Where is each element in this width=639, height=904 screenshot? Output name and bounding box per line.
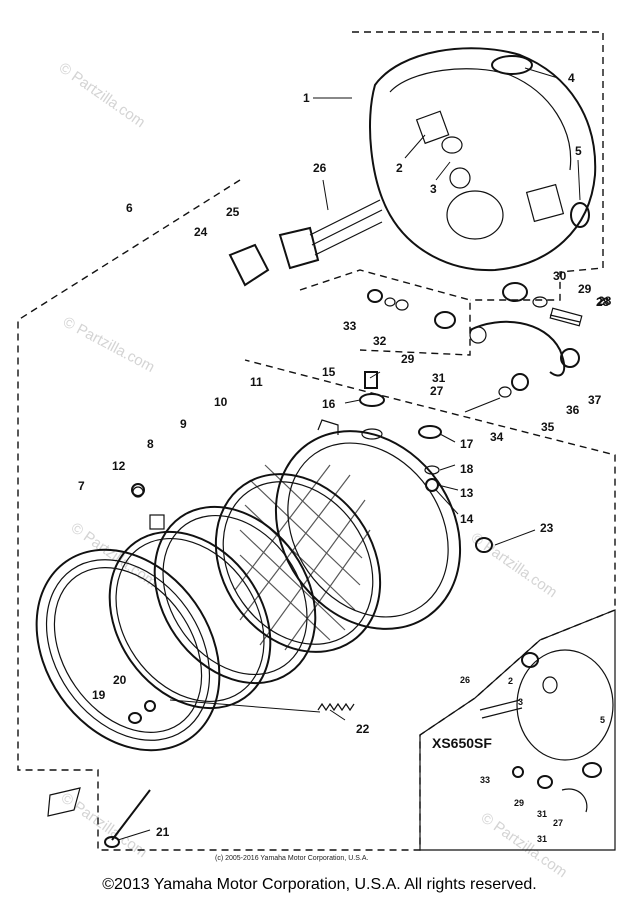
callout: 29 xyxy=(401,352,415,366)
watermark: © Partzilla.com xyxy=(60,314,157,376)
inset-callout: 31 xyxy=(537,834,547,844)
callout: 22 xyxy=(356,722,370,736)
callout: 31 xyxy=(432,371,446,385)
grommet xyxy=(361,428,383,440)
watermark-group: © Partzilla.com © Partzilla.com © Partzi… xyxy=(56,59,571,881)
inner-rim xyxy=(108,514,272,710)
stud xyxy=(364,371,378,389)
lock-washer xyxy=(424,465,440,475)
mounting-ring xyxy=(153,505,317,685)
callout: 15 xyxy=(322,365,336,379)
footer-copyright: ©2013 Yamaha Motor Corporation, U.S.A. A… xyxy=(102,876,537,893)
callout: 35 xyxy=(541,420,555,434)
callout: 14 xyxy=(460,512,474,526)
callout: 18 xyxy=(460,462,474,476)
adjuster-spring xyxy=(317,702,355,712)
callout: 12 xyxy=(112,459,126,473)
rim-screw xyxy=(132,486,144,498)
nut xyxy=(425,478,439,492)
xs650sf-inset: XS650SF 2 26 3 5 33 29 31 27 31 xyxy=(419,609,616,851)
callout: 37 xyxy=(588,393,602,407)
callout: 9 xyxy=(180,417,187,431)
callout: 21 xyxy=(156,825,170,839)
washer-upper xyxy=(418,425,442,439)
callout: 4 xyxy=(568,71,575,85)
callout: 32 xyxy=(373,334,387,348)
callout: 5 xyxy=(575,144,582,158)
washer xyxy=(359,393,385,407)
inset-callout: 2 xyxy=(508,676,513,686)
callout: 28 xyxy=(598,294,612,308)
callout: 20 xyxy=(113,673,127,687)
inset-callout: 27 xyxy=(553,818,563,828)
watermark: © Partzilla.com xyxy=(468,529,561,601)
inset-callout: 5 xyxy=(600,715,605,725)
callout: 19 xyxy=(92,688,106,702)
inset-callout: 29 xyxy=(514,798,524,808)
callout: 24 xyxy=(194,225,208,239)
headlight-housing xyxy=(369,47,597,272)
callout: 16 xyxy=(322,397,336,411)
callout: 23 xyxy=(540,521,554,535)
callout: 25 xyxy=(226,205,240,219)
callout: 26 xyxy=(313,161,327,175)
inset-callout: 26 xyxy=(460,675,470,685)
mounting-hardware xyxy=(367,282,583,413)
callout: 2 xyxy=(396,161,403,175)
sealed-beam-unit xyxy=(214,464,382,653)
watermark: © Partzilla.com xyxy=(56,59,149,131)
leader-lines xyxy=(117,67,581,841)
inset-callout: 31 xyxy=(537,809,547,819)
callout: 3 xyxy=(430,182,437,196)
adjusting-screw-head xyxy=(104,836,120,848)
housing-group-outline xyxy=(352,31,604,301)
callout: 6 xyxy=(126,201,133,215)
callout: 28 xyxy=(596,295,610,309)
callout: 1 xyxy=(303,91,310,105)
callout-group: 1 2 3 4 5 6 7 8 9 10 11 12 13 14 15 16 1… xyxy=(78,71,612,839)
bulb-socket xyxy=(228,199,383,287)
inset-callout: 3 xyxy=(518,697,523,707)
callout: 30 xyxy=(553,269,567,283)
callout: 27 xyxy=(430,384,444,398)
callout: 10 xyxy=(214,395,228,409)
callout: 29 xyxy=(578,282,592,296)
headlight-rim xyxy=(35,483,221,752)
callout: 11 xyxy=(250,375,263,389)
callout: 36 xyxy=(566,403,580,417)
callout: 34 xyxy=(490,430,504,444)
callout: 8 xyxy=(147,437,154,451)
variant-label: XS650SF xyxy=(432,735,492,751)
callout: 7 xyxy=(78,479,85,493)
headlight-front-label xyxy=(47,787,81,817)
bracket-group-outline xyxy=(299,269,471,356)
adjusting-screw xyxy=(111,789,151,841)
inner-copyright: (c) 2005-2016 Yamaha Motor Corporation, … xyxy=(215,855,368,862)
callout: 33 xyxy=(343,319,357,333)
inset-callout: 33 xyxy=(480,775,490,785)
headlight-bolt xyxy=(475,537,493,553)
callout: 13 xyxy=(460,486,474,500)
callout: 17 xyxy=(460,437,474,451)
